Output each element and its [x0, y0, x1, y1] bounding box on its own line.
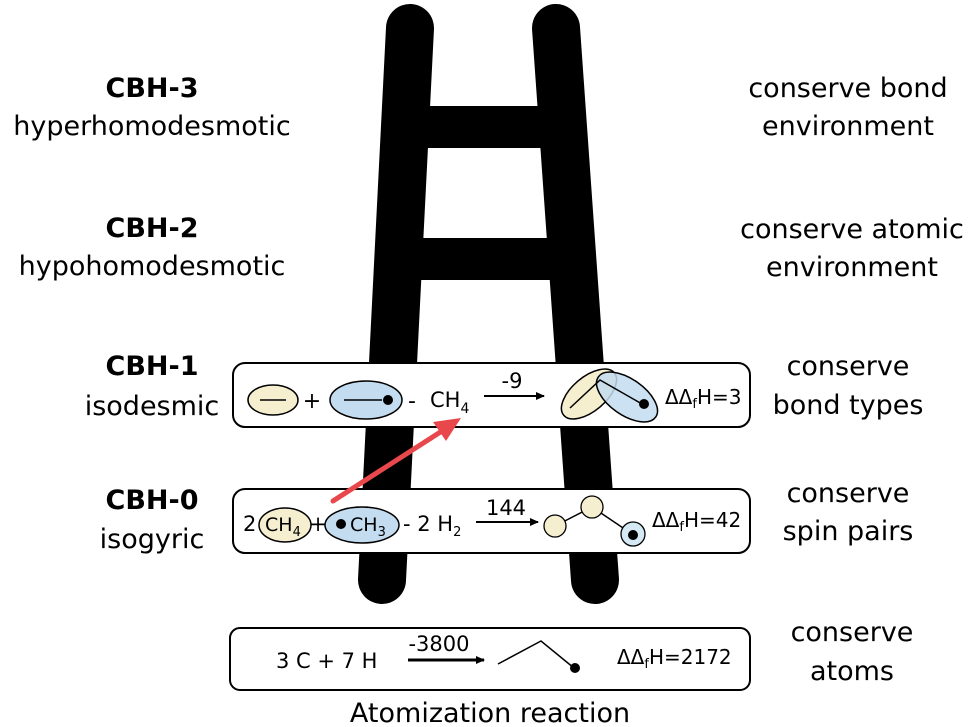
cbh2-type: hypohomodesmotic — [19, 251, 286, 282]
cbh1-conserve-2: bond types — [773, 390, 924, 421]
cbh1-conserve-1: conserve — [787, 351, 910, 382]
carbon-circle-2 — [580, 495, 604, 519]
propyl-skeleton — [569, 379, 643, 409]
cbh1-arrow-value: -9 — [502, 369, 523, 393]
cbh1-reaction-box: + - CH4 -9 ΔΔfH=3 — [232, 362, 751, 428]
cbh2-conserve-2: environment — [766, 252, 938, 283]
propyl-bond-ellipse-2 — [595, 371, 659, 423]
cbh0-plus: + — [309, 512, 327, 536]
cbh0-minus-h2: - 2 H2 — [403, 512, 461, 540]
atomization-product-skeleton — [497, 640, 575, 669]
cbh0-ch3: CH3 — [350, 514, 386, 540]
cbh0-arrow-value: 144 — [486, 496, 526, 520]
cbh0-reaction-box: 2 CH4 + CH3 - 2 H2 144 ΔΔfH=42 — [232, 488, 751, 554]
cbh1-plus: + — [303, 389, 321, 414]
atomization-box-frame — [229, 627, 751, 691]
red-arrow-shaft — [330, 428, 445, 504]
cbh1-delta-h: ΔΔfH=3 — [665, 385, 741, 412]
cbh0-conserve-1: conserve — [787, 478, 910, 509]
propyl-radical-dot — [639, 399, 649, 409]
cbh0-name: CBH-0 — [106, 485, 199, 516]
atomization-conserve-1: conserve — [791, 617, 914, 648]
atomization-box: 3 C + 7 H -3800 ΔΔfH=2172 — [229, 627, 751, 691]
atomization-reactants: 3 C + 7 H — [276, 649, 377, 673]
red-upgrade-arrow — [330, 418, 461, 504]
methyl-radical-fragment — [324, 506, 400, 544]
cbh0-conserve-2: spin pairs — [783, 516, 914, 547]
cbh0-radical-dot — [628, 530, 638, 540]
cbh3-conserve-1: conserve bond — [748, 73, 947, 104]
ethyl-radical-dot — [383, 395, 393, 405]
cbh2-conserve-1: conserve atomic — [740, 214, 964, 245]
methane-fragment — [258, 507, 312, 543]
ladder-rung-1 — [390, 106, 570, 148]
red-arrow-head — [433, 418, 461, 441]
carbon-circle-1 — [543, 514, 567, 538]
cbh1-ch4: CH4 — [430, 388, 469, 417]
atomization-conserve-2: atoms — [810, 656, 894, 687]
cbh3-conserve-2: environment — [762, 111, 934, 142]
cbh2-name: CBH-2 — [106, 213, 199, 244]
atomization-radical-dot — [570, 663, 580, 673]
atomization-arrow-value: -3800 — [408, 632, 469, 656]
cbh0-type: isogyric — [100, 524, 205, 555]
methyl-radical-dot — [336, 519, 346, 529]
atomization-caption: Atomization reaction — [350, 698, 630, 727]
ladder-rung-2 — [385, 238, 577, 280]
cbh3-type: hyperhomodesmotic — [13, 111, 291, 142]
cbh1-minus: - — [408, 389, 416, 414]
cbh0-coef: 2 — [243, 512, 256, 536]
cbh3-name: CBH-3 — [106, 73, 199, 104]
cbh1-type: isodesmic — [85, 391, 220, 422]
cbh1-name: CBH-1 — [106, 351, 199, 382]
cbh0-delta-h: ΔΔfH=42 — [652, 508, 741, 535]
atomization-delta-h: ΔΔfH=2172 — [617, 645, 732, 672]
cbh0-ch4: CH4 — [265, 514, 301, 540]
